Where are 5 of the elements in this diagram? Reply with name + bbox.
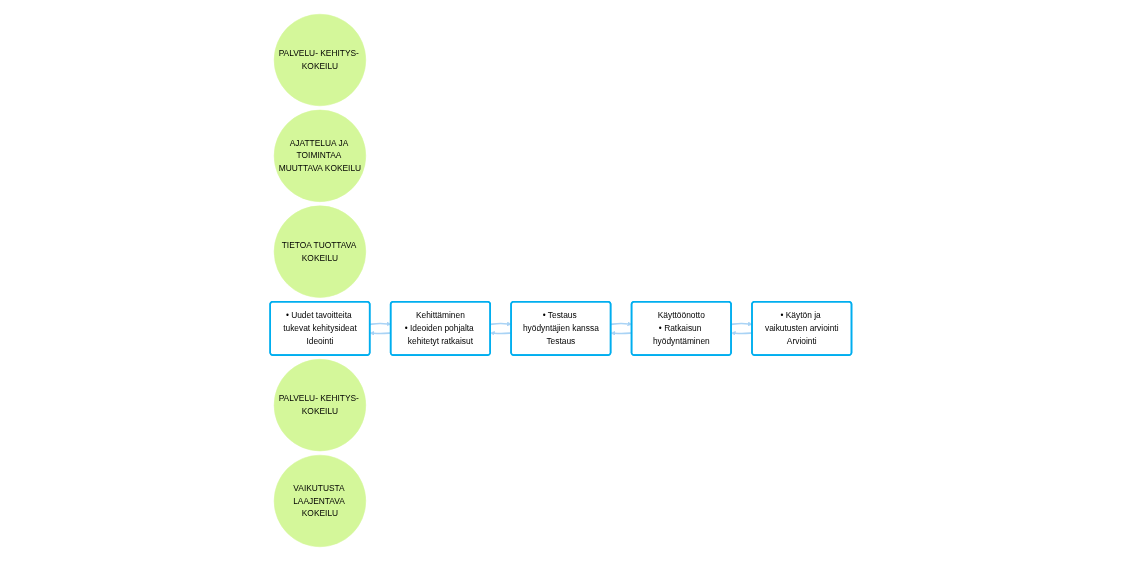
node-circle: TIETOA TUOTTAVA KOKEILU	[273, 205, 366, 298]
node-circle: VAIKUTUSTA LAAJENTAVA KOKEILU	[273, 454, 366, 548]
node-circle: PALVELU- KEHITYS- KOKEILU	[273, 13, 366, 107]
node-circle: PALVELU- KEHITYS- KOKEILU	[273, 359, 366, 452]
node-circle: AJATTELUA JA TOIMINTAA MUUTTAVA KOKEILU	[273, 109, 366, 202]
